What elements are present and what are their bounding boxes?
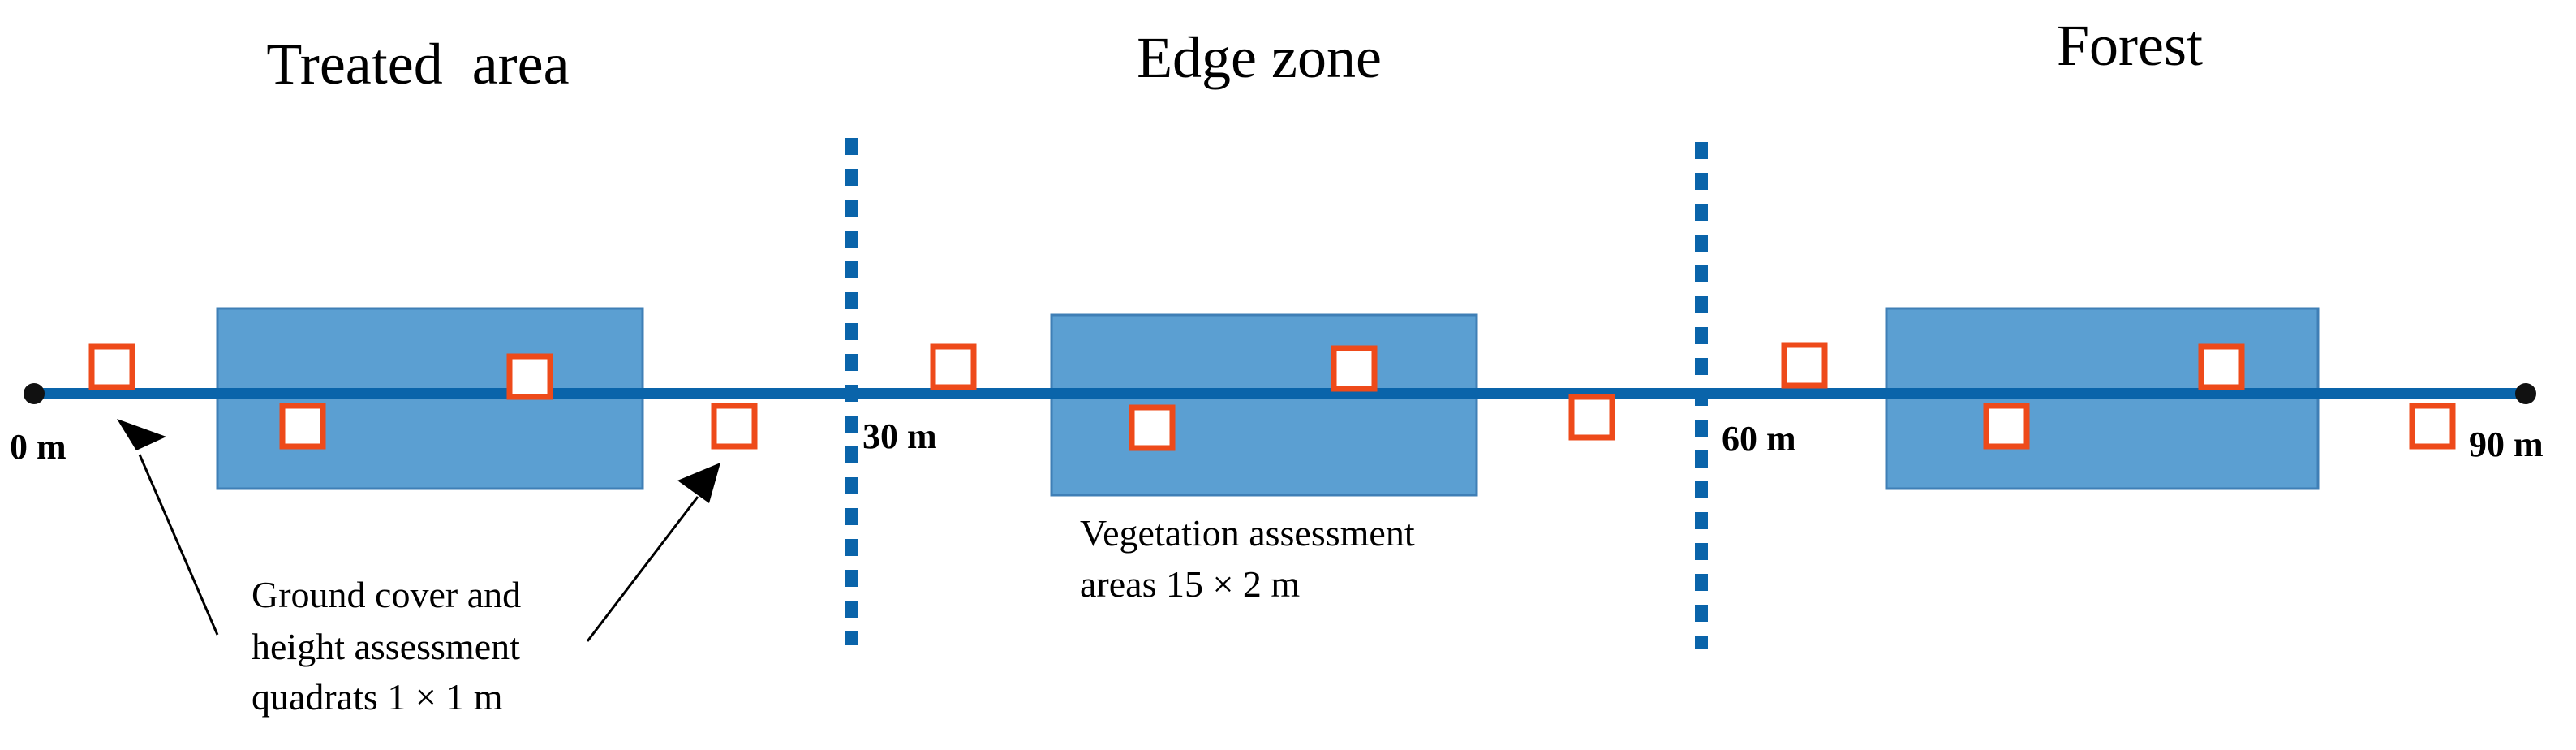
distance-label-60m: 60 m: [1722, 419, 1796, 459]
quadrat: [930, 343, 977, 390]
zone-title-forest: Forest: [2057, 13, 2203, 78]
arrow-line-right: [586, 496, 699, 642]
quadrat: [2409, 403, 2456, 450]
quadrat: [506, 353, 553, 400]
distance-label-90m: 90 m: [2469, 425, 2544, 464]
quadrat: [1983, 403, 2030, 450]
quadrat: [1568, 394, 1615, 441]
quadrat: [88, 343, 135, 390]
quadrat: [711, 403, 758, 450]
quadrats-note-line-1: Ground cover and: [252, 574, 521, 615]
transect-start-marker: [24, 383, 45, 404]
distance-label-0m: 0 m: [10, 427, 67, 467]
quadrats-note-line-2: height assessment: [252, 626, 520, 667]
distance-label-30m: 30 m: [862, 416, 937, 456]
quadrat: [1331, 345, 1378, 392]
quadrats-note-line-3: quadrats 1 × 1 m: [252, 676, 503, 718]
vegetation-area-edge: [1050, 313, 1478, 497]
vegetation-note-line-1: Vegetation assessment: [1080, 512, 1415, 554]
vegetation-note-line-2: areas 15 × 2 m: [1080, 563, 1300, 605]
zone-title-treated: Treated area: [266, 32, 569, 97]
arrow-line-left: [138, 454, 219, 636]
arrow-head-left-icon: [117, 419, 166, 450]
arrow-head-right-icon: [677, 463, 720, 503]
quadrat: [2198, 343, 2245, 390]
zone-title-edge: Edge zone: [1137, 25, 1382, 90]
transect-end-marker: [2515, 383, 2536, 404]
quadrat: [1781, 342, 1828, 389]
quadrat: [279, 403, 326, 450]
quadrat: [1129, 404, 1176, 451]
